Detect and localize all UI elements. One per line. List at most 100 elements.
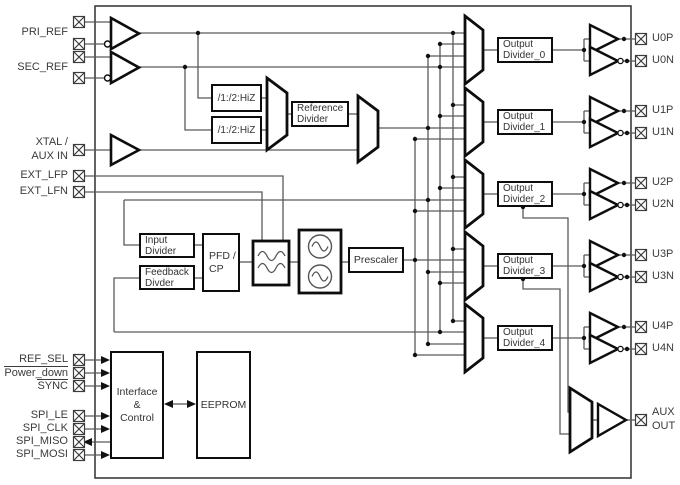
pin-label-spi-miso: SPI_MISO (16, 435, 68, 447)
pad-u3n (634, 270, 648, 284)
pin-label-sync: SYNC (37, 379, 68, 392)
block-label: Output (503, 255, 534, 266)
pin-label-u1p: U1P (652, 104, 674, 116)
block-label: Feedback (145, 266, 189, 278)
pad-ext-lfp (72, 169, 86, 183)
pin-label-u0n: U0N (652, 54, 675, 66)
pin-label-xtal-1: XTAL / (35, 136, 68, 148)
block-label: & (133, 398, 141, 411)
u3n-invert-bubble (617, 273, 624, 281)
u0n-invert-bubble (617, 57, 624, 65)
vco-oscillator-icon (307, 264, 333, 289)
block-feedback-divider: Feedback Divder (139, 265, 195, 290)
pin-label-u1n: U1N (652, 126, 675, 138)
pri-ref-invert-bubble (103, 40, 112, 48)
pad-sync (72, 379, 86, 393)
pad-pri-ref-n (72, 37, 86, 51)
block-label: Divder (145, 277, 174, 289)
sec-ref-buffer (109, 49, 142, 86)
pin-label-u2n: U2N (652, 198, 675, 210)
output-mux-3 (463, 229, 485, 303)
block-label: Prescaler (353, 253, 399, 266)
xtal-buffer (109, 132, 142, 168)
block-hiz-b: /1:/2:HiZ (211, 116, 262, 144)
pin-label-power-down: Power_down (4, 366, 68, 379)
block-label: Output (503, 183, 534, 194)
output-mux-4 (463, 301, 485, 375)
pin-label-spi-le: SPI_LE (30, 409, 68, 421)
block-prescaler: Prescaler (348, 247, 404, 273)
u4n-invert-bubble (617, 345, 624, 353)
output-mux-0 (463, 13, 485, 87)
pad-sec-ref-n (72, 71, 86, 85)
power-down-arrow (101, 369, 110, 377)
pin-label-aux-1: AUX (652, 406, 675, 418)
block-label: Interface (116, 385, 158, 398)
u2n-invert-bubble (617, 201, 624, 209)
wire-od3-to-aux (522, 279, 570, 435)
block-label: Divider_0 (503, 50, 546, 61)
block-output-divider-3: Output Divider_3 (497, 253, 553, 279)
pin-label-ext-lfp: EXT_LFP (20, 169, 68, 181)
loop-filter-block (251, 239, 291, 287)
block-label: Divider_2 (503, 194, 546, 205)
vco-block (297, 228, 343, 295)
wire-ext-lfn (85, 191, 263, 241)
pads (72, 15, 648, 462)
hiz-mux (265, 75, 289, 153)
u1n-buffer (588, 117, 621, 149)
block-label: Output (503, 327, 534, 338)
block-label: PFD / (209, 249, 236, 262)
pad-u1n (634, 126, 648, 140)
pad-spi-miso (72, 435, 86, 449)
u1n-invert-bubble (617, 129, 624, 137)
block-label: Divider (145, 245, 177, 257)
block-label: Divider_3 (503, 266, 546, 277)
aux-out-buffer (596, 401, 629, 439)
block-eeprom: EEPROM (196, 351, 251, 459)
pad-spi-le (72, 409, 86, 423)
u4p-buffer (588, 311, 621, 343)
u2p-buffer (588, 167, 621, 199)
u4n-buffer (588, 333, 621, 365)
block-label: Reference (297, 103, 344, 114)
block-output-divider-2: Output Divider_2 (497, 181, 553, 207)
pin-label-ref-sel: REF_SEL (19, 353, 68, 365)
block-label: Control (120, 411, 154, 424)
pin-label-spi-clk: SPI_CLK (22, 422, 68, 434)
filter-wave-icon (257, 250, 286, 262)
wire-od2-to-aux (522, 207, 570, 413)
block-label: Input (145, 234, 168, 246)
wire-sec-to-hiz (184, 67, 211, 131)
pad-u2n (634, 198, 648, 212)
block-label: Output (503, 111, 534, 122)
u0n-buffer (588, 45, 621, 77)
pin-label-pri-ref: PRI_REF (21, 26, 68, 38)
pad-u0n (634, 54, 648, 68)
u3n-buffer (588, 261, 621, 293)
spi-clk-arrow (101, 425, 110, 433)
pad-spi-mosi (72, 448, 86, 462)
pin-label-sec-ref: SEC_REF (17, 61, 68, 73)
pad-ref-sel (72, 353, 86, 367)
pin-label-u3p: U3P (652, 248, 674, 260)
block-pfd-cp: PFD / CP (202, 233, 240, 292)
pad-aux-out (634, 413, 648, 427)
pad-sec-ref-p (72, 50, 86, 64)
pad-ext-lfn (72, 185, 86, 199)
pad-u2p (634, 176, 648, 190)
wire-pri-to-hiz (197, 33, 211, 99)
spi-mosi-arrow (101, 451, 110, 459)
aux-mux (568, 385, 594, 455)
wire-ext-lfp (85, 175, 284, 241)
block-output-divider-4: Output Divider_4 (497, 325, 553, 351)
output-mux-2 (463, 157, 485, 231)
block-input-divider: Input Divider (139, 233, 195, 258)
pad-u4p (634, 320, 648, 334)
eeprom-arrow-right (187, 400, 196, 408)
block-output-divider-1: Output Divider_1 (497, 109, 553, 135)
spi-le-arrow (101, 412, 110, 420)
pin-label-u4n: U4N (652, 342, 675, 354)
